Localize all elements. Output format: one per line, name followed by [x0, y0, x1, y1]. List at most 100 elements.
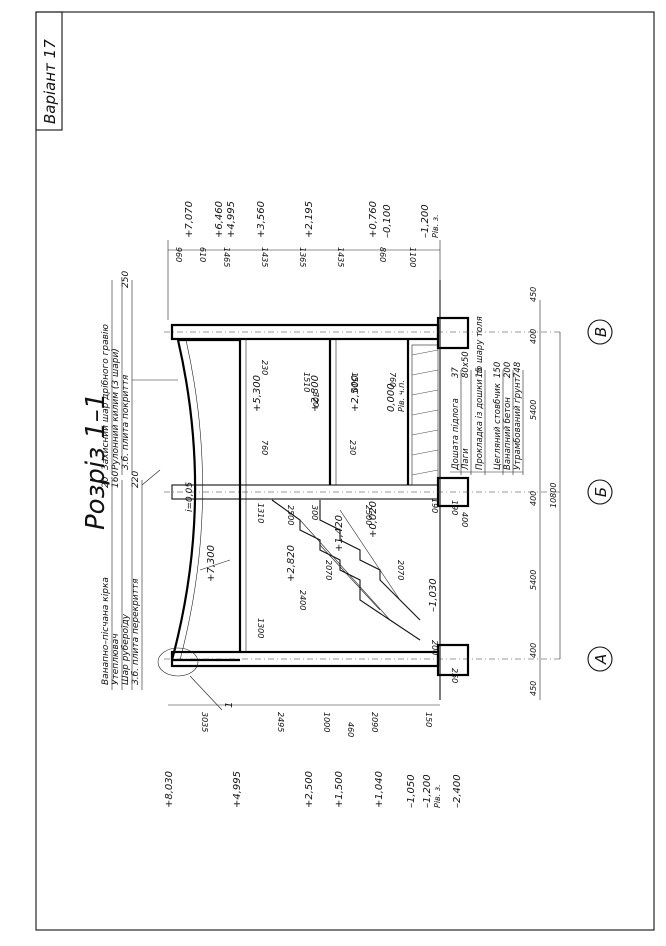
elev-inner-8: +0,020 [368, 501, 379, 538]
elev-inner-2: +2,800 [310, 375, 321, 412]
dim-right-3: 1435 [260, 247, 269, 267]
roof-layers-note: Ванапно–пісчана кірка 20 Утеплювач 160 Ш… [101, 469, 161, 690]
roof2-layer-3: З.б. плита покриття [121, 374, 131, 470]
elev-left-0: +8,030 [164, 771, 175, 808]
elev-right-1: +6,460 [214, 201, 225, 238]
callout-oval [157, 647, 199, 677]
elev-inner-3: +2,500 [350, 375, 361, 412]
dim-right-2: 1465 [222, 247, 231, 267]
dim-inner-13: 230 [348, 440, 357, 455]
dim-inner-1: 1310 [256, 503, 265, 523]
section-geometry: Розріз 1–1 Ванапно–пісчана кірка 20 Утеп… [81, 201, 613, 808]
floor-layer-6: Утрамбований ґрунт [513, 376, 523, 470]
floor-layer-4: Цегляний стовбчик [493, 382, 503, 470]
roof2-layer-1: Захисний шар дрібного гравію [101, 324, 111, 470]
dim-bottom-7: 10800 [549, 483, 558, 508]
dim-inner-11: 1510 [350, 372, 359, 392]
elev-inner-7: +1,420 [334, 515, 345, 552]
dim-inner-17: 190 [450, 500, 459, 515]
floor-layer-2-thickness: 80x50 [461, 351, 471, 378]
roof-layer-1-thickness: 20 [101, 476, 111, 488]
elev-left-2: +2,500 [304, 771, 315, 808]
roof-layers-note-2: Захисний шар дрібного гравію Рулонний ки… [101, 271, 178, 475]
elev-left-1: +4,995 [232, 771, 243, 808]
axis-bubble-b [587, 479, 613, 505]
floor-layer-5-thickness: 200 [503, 362, 513, 378]
dim-inner-7: 2500 [364, 505, 373, 525]
roof2-layer-3-thickness: 250 [121, 271, 131, 288]
slope-label: i=0,05 [185, 482, 195, 512]
dim-inner-12: 230 [260, 360, 269, 375]
elev-right-2: +4,995 [226, 201, 237, 238]
dim-inner-16: 190 [430, 498, 439, 513]
dim-left-5: 150 [424, 712, 433, 727]
dim-bottom-5: 400 [529, 643, 538, 658]
sheet-frame [35, 11, 655, 931]
elev-left-4: +1,040 [374, 771, 385, 808]
dim-right-5: 1435 [336, 247, 345, 267]
dim-inner-10: 760 [260, 440, 269, 455]
dim-bottom-1: 400 [529, 329, 538, 344]
dim-inner-19: 200 [430, 640, 439, 655]
roof-layer-4-thickness: 220 [131, 471, 141, 488]
elev-left-5: –1,050 [406, 774, 417, 808]
dim-right-4: 1365 [298, 247, 307, 267]
roof-layer-2-thickness: 160 [111, 471, 121, 488]
floor-layer-3: Прокладка із дошки по шару толя [475, 316, 485, 470]
dim-right-1: 610 [198, 247, 207, 262]
elev-right-3: +3,560 [256, 201, 267, 238]
elev-left-3: +1,500 [334, 771, 345, 808]
axis-bubble-a [587, 646, 613, 672]
variant-label: Варіант 17 [41, 39, 59, 124]
dim-inner-14: 760 [388, 372, 397, 387]
dim-bottom-4: 5400 [529, 570, 538, 590]
elev-right-6: –0,100 [382, 204, 393, 238]
floor-layer-1: Дошата підлога [451, 398, 461, 471]
elev-right-8: Рів. з. [431, 214, 440, 238]
floor-layer-4-thickness: 150 [493, 362, 503, 378]
floor-layer-2: Лаги [461, 448, 471, 471]
axis-label-b: Б [592, 487, 610, 497]
elev-inner-6: +2,820 [286, 545, 297, 582]
axis-bubble-c [587, 319, 613, 345]
elev-inner-4: 0,000 [386, 383, 397, 412]
floor-layer-1-thickness: 37 [451, 367, 461, 378]
axis-label-c: В [592, 327, 610, 337]
dim-bottom-0: 450 [529, 287, 538, 302]
elev-inner-5: Рів. ч.п. [397, 380, 406, 412]
floor-layer-6-thickness: 748 [513, 361, 523, 378]
footing-c [436, 316, 470, 350]
elev-inner-1: +5,300 [252, 375, 263, 412]
dim-right-7: 1100 [408, 247, 417, 267]
axis-label-a: A [592, 654, 610, 665]
elev-left-7: Рів. з. [433, 784, 442, 808]
dim-inner-2: 2400 [298, 590, 307, 610]
elev-right-0: +7,070 [184, 201, 195, 238]
elev-left-8: –2,400 [452, 774, 463, 808]
dim-inner-4: 2070 [324, 560, 333, 580]
dim-right-0: 960 [174, 247, 183, 262]
dim-inner-9: 1510 [302, 372, 311, 392]
elev-inner-9: –1,030 [428, 578, 439, 612]
floor-layer-3-thickness: 15 [475, 367, 485, 378]
dim-left-2: 1000 [322, 712, 331, 732]
elev-right-7: –1,200 [420, 204, 431, 238]
roof2-layer-2: Рулонний килим (3 шари) [111, 348, 121, 470]
callout-number: 1 [224, 702, 235, 708]
dim-left-3: 460 [346, 722, 355, 737]
dim-bottom-6: 450 [529, 681, 538, 696]
variant-box [35, 11, 63, 131]
elev-right-5: +0,760 [368, 201, 379, 238]
footing-a [436, 643, 470, 677]
section-title: Розріз 1–1 [81, 393, 111, 530]
roof-layer-4: З.б. плита перекриття [131, 578, 141, 685]
dim-right-6: 860 [378, 247, 387, 262]
dim-inner-5: 2070 [396, 560, 405, 580]
roof-slab-outline [170, 339, 197, 661]
floor-layer-5: Ванапний бетон [503, 397, 513, 470]
elev-inner-0: +7,300 [206, 545, 217, 582]
dim-inner-15: 300 [311, 392, 320, 407]
staircase [271, 499, 421, 641]
